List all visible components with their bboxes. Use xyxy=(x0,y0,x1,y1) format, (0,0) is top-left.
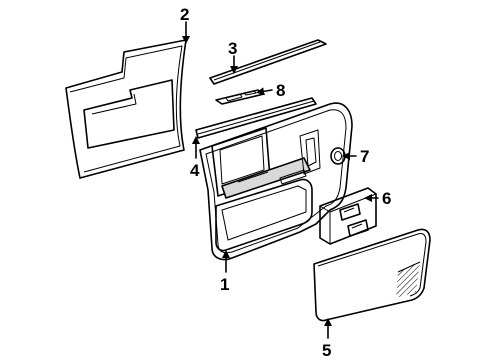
callout-6: 6 xyxy=(382,189,391,208)
callout-labels: 2 3 8 4 7 6 1 5 xyxy=(180,5,391,360)
callout-5: 5 xyxy=(322,341,331,360)
callout-3: 3 xyxy=(228,39,237,58)
leader-lines xyxy=(182,21,379,339)
switch-bezel xyxy=(319,187,377,245)
upper-trim-insert xyxy=(215,89,265,105)
callout-1: 1 xyxy=(220,275,229,294)
callout-2: 2 xyxy=(180,5,189,24)
leader-8 xyxy=(256,87,273,96)
callout-7: 7 xyxy=(360,147,369,166)
water-deflector-sheet xyxy=(65,39,187,179)
speaker-grille xyxy=(313,228,431,322)
callout-4: 4 xyxy=(190,161,200,180)
callout-8: 8 xyxy=(276,81,285,100)
door-trim-panel xyxy=(199,102,353,261)
